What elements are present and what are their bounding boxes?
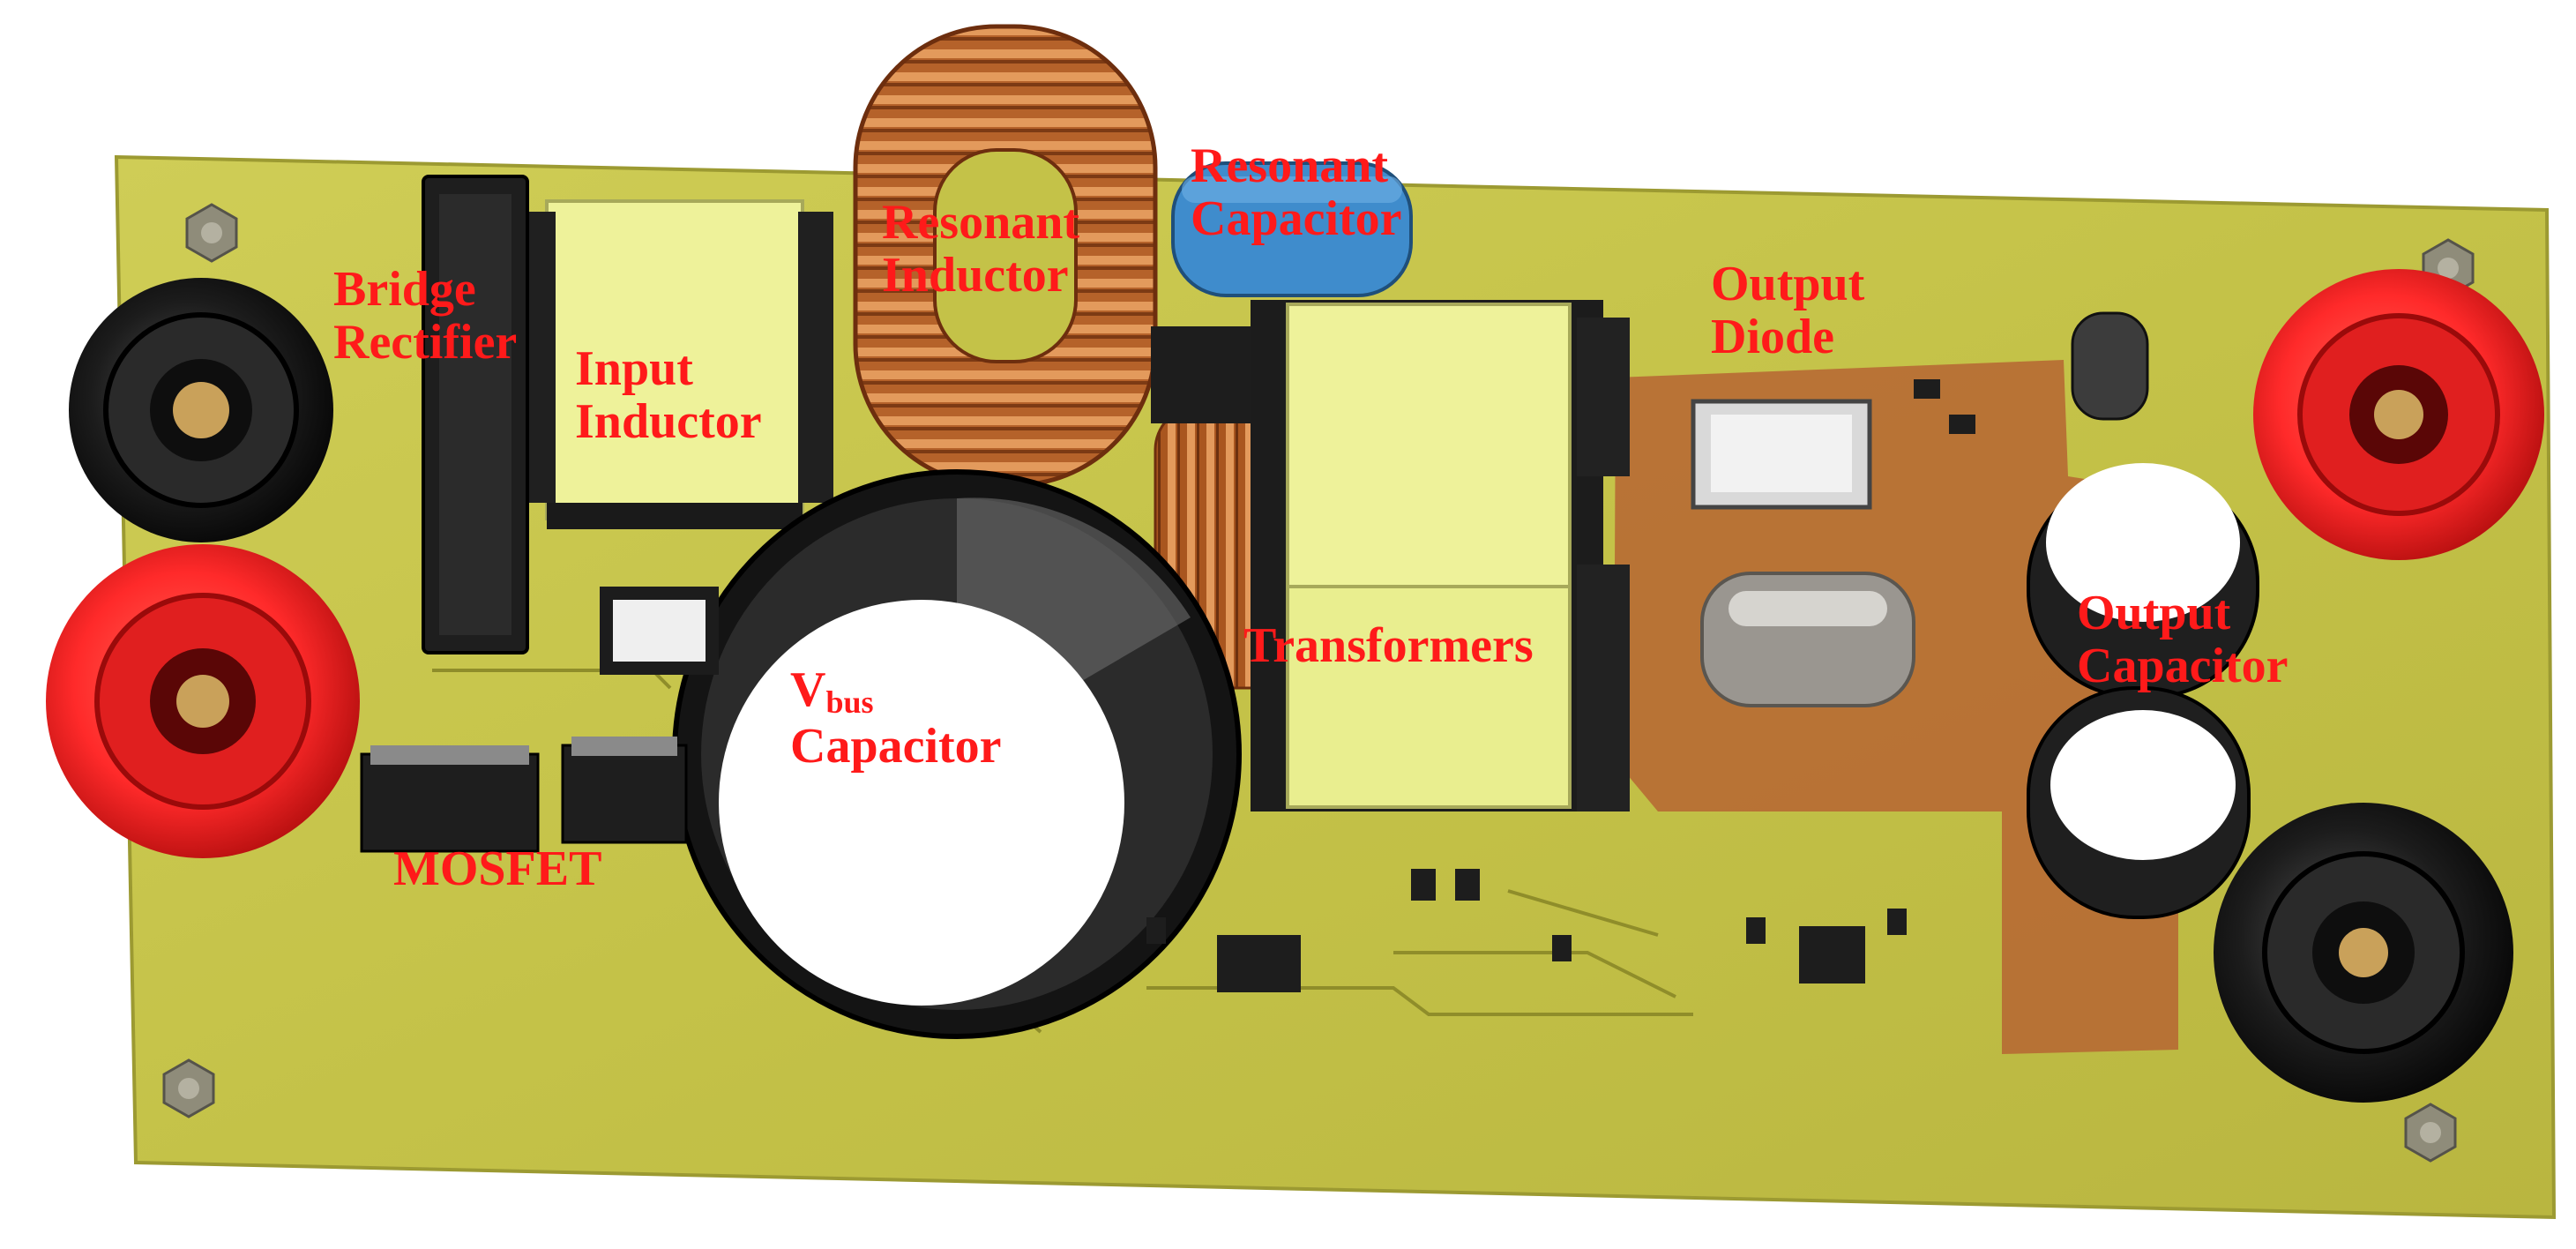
output-capacitor-bottom (2027, 686, 2251, 919)
vbus-capacitor (672, 469, 1242, 1039)
label-resonant-capacitor-line1: Resonant (1191, 138, 1389, 193)
label-output-diode-line1: Output (1711, 257, 1865, 311)
label-vbus-main: V (790, 662, 826, 717)
label-output-capacitor-line2: Capacitor (2077, 639, 2289, 694)
mosfet-right (561, 737, 688, 844)
label-output-diode: Output Diode (1711, 258, 1864, 364)
mosfet-left (360, 745, 540, 853)
resonant-inductor (853, 24, 1158, 488)
label-input-inductor-line1: Input (575, 341, 693, 396)
label-transformers-text: Transformers (1243, 618, 1534, 673)
label-resonant-capacitor: Resonant Capacitor (1191, 139, 1402, 246)
label-resonant-capacitor-line2: Capacitor (1191, 191, 1402, 247)
red-terminal-right (2253, 269, 2544, 560)
black-terminal-left (69, 278, 333, 542)
label-resonant-inductor: Resonant Inductor (882, 196, 1079, 303)
label-vbus-line: Vbus (790, 663, 1002, 720)
label-bridge-rectifier-line2: Rectifier (333, 315, 518, 370)
label-resonant-inductor-line1: Resonant (882, 195, 1080, 250)
mounting-nut (2404, 1103, 2457, 1163)
label-vbus-capacitor-line2: Capacitor (790, 718, 1002, 774)
label-output-capacitor-line1: Output (2077, 586, 2231, 640)
label-output-capacitor: Output Capacitor (2077, 587, 2289, 693)
label-bridge-rectifier: Bridge Rectifier (333, 263, 517, 370)
label-transformers: Transformers (1243, 618, 1534, 673)
label-vbus-sub: bus (825, 684, 874, 720)
label-resonant-inductor-line2: Inductor (882, 248, 1069, 303)
black-terminal-right (2214, 803, 2513, 1103)
label-input-inductor: Input Inductor (575, 342, 762, 449)
label-mosfet-text: MOSFET (393, 841, 602, 896)
copper-area (1614, 360, 2178, 1054)
input-inductor-core (545, 199, 804, 520)
label-vbus-capacitor: Vbus Capacitor (790, 663, 1002, 774)
red-terminal-left (46, 544, 360, 858)
label-bridge-rectifier-line1: Bridge (333, 262, 476, 317)
label-input-inductor-line2: Inductor (575, 394, 762, 450)
transformers (1251, 300, 1630, 811)
label-output-diode-line2: Diode (1711, 310, 1834, 365)
mounting-nut (162, 1058, 215, 1118)
mounting-nut (185, 203, 238, 263)
smd-components (1146, 379, 1975, 992)
small-capacitor (2071, 311, 2149, 421)
label-mosfet: MOSFET (393, 841, 602, 896)
output-capacitor-top (2027, 463, 2259, 699)
